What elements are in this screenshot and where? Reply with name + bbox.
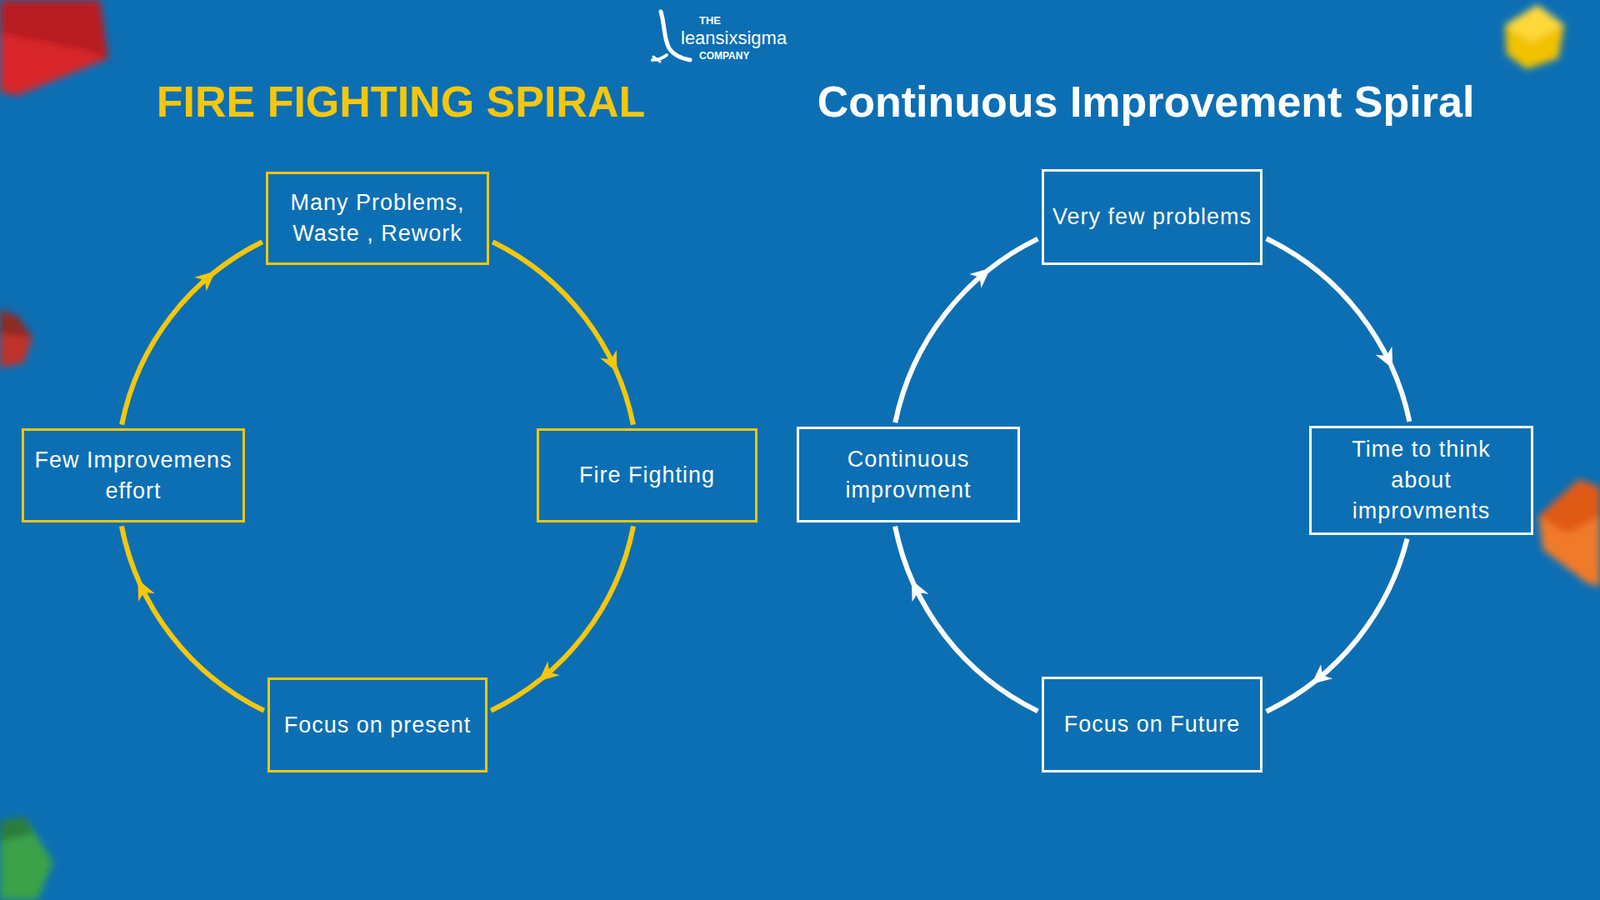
arrow-head: [538, 661, 560, 682]
arc-line: [895, 526, 1038, 712]
process-box: Few Improvemens effort: [21, 428, 245, 523]
arrow-head: [969, 268, 990, 289]
arrow-head: [1311, 664, 1333, 685]
cycle-arrow: [121, 525, 265, 711]
box-label: Focus on present: [284, 710, 472, 741]
arc-line: [1266, 539, 1408, 712]
cycle-arrow: [1266, 539, 1408, 712]
box-label: Many Problems, Waste , Rework: [275, 187, 480, 250]
process-box: Fire Fighting: [536, 428, 758, 523]
cycle-arrow: [895, 239, 1038, 424]
arrow-head: [137, 579, 155, 601]
box-label: Fire Fighting: [579, 460, 715, 491]
arc-line: [490, 525, 634, 711]
arrow-head: [1375, 346, 1394, 369]
spiral-title: FIRE FIGHTING SPIRAL: [156, 76, 645, 127]
process-box: Time to think about improvments: [1309, 425, 1534, 535]
process-box: Focus on present: [267, 677, 488, 773]
cycle-arrow: [895, 526, 1038, 712]
arc-line: [121, 241, 263, 425]
process-box: Focus on Future: [1041, 676, 1263, 773]
process-box: Continuous improvment: [796, 426, 1020, 523]
spiral-title: Continuous Improvement Spiral: [817, 76, 1475, 127]
arc-line: [492, 241, 634, 425]
box-label: Time to think about improvments: [1319, 434, 1524, 527]
box-label: Few Improvemens effort: [31, 445, 235, 507]
process-box: Many Problems, Waste , Rework: [265, 171, 490, 265]
arc-line: [1266, 238, 1410, 422]
logo-text: THE: [699, 14, 721, 27]
cycle-arrow: [121, 241, 263, 425]
box-label: Focus on Future: [1064, 709, 1241, 740]
arc-line: [121, 525, 265, 711]
arrow-head: [911, 580, 929, 602]
logo-text: leansixsigma: [680, 27, 787, 50]
arrow-head: [194, 270, 215, 291]
cycle-arrow: [1266, 238, 1410, 422]
arc-line: [895, 239, 1038, 424]
process-box: Very few problems: [1041, 169, 1263, 265]
box-label: Continuous improvment: [806, 444, 1010, 506]
box-label: Very few problems: [1052, 201, 1252, 233]
cycle-arrow: [492, 241, 634, 425]
cycle-arrow: [490, 525, 634, 711]
arrow-head: [600, 350, 617, 372]
logo-text: COMPANY: [699, 50, 750, 62]
